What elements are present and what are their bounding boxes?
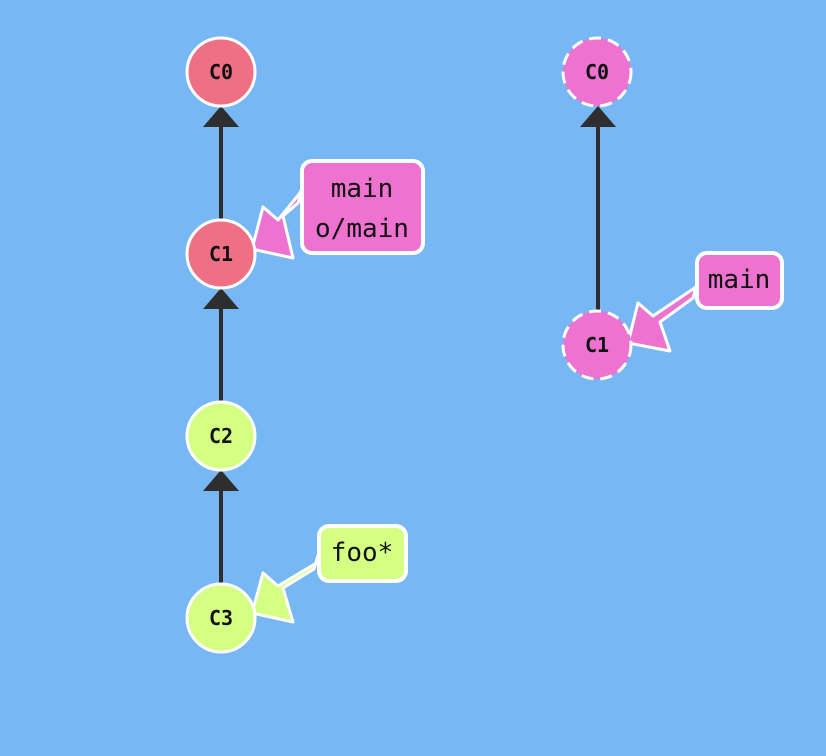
commit-label-c0: C0	[209, 60, 233, 84]
commit-label-c2: C2	[209, 424, 233, 448]
branch-pointer-foo	[250, 540, 324, 624]
arrowhead-c0	[203, 106, 239, 127]
remote-commit-node-c1[interactable]: C1	[561, 309, 633, 381]
arrowhead-c1	[203, 288, 239, 309]
remote-branch-label-main: main	[708, 265, 771, 295]
commit-node-c3[interactable]: C3	[185, 582, 257, 654]
remote-commit-label-c1: C1	[585, 333, 609, 357]
branch-tag-foo[interactable]: foo*	[317, 524, 408, 583]
branch-label-foo: foo*	[331, 538, 394, 568]
remote-commit-label-c0: C0	[585, 60, 609, 84]
commit-node-c1[interactable]: C1	[185, 218, 257, 290]
branch-label-main: main	[331, 174, 394, 204]
arrowhead-remote-c0	[580, 106, 616, 127]
local-repository: C0 C1 C2 C3 main o/main foo*	[185, 36, 425, 654]
arrowhead-c2	[203, 470, 239, 491]
branch-pointer-main	[250, 176, 308, 260]
branch-label-o-main: o/main	[315, 214, 409, 244]
commit-node-c0[interactable]: C0	[185, 36, 257, 108]
commit-label-c1: C1	[209, 242, 233, 266]
commit-node-c2[interactable]: C2	[185, 400, 257, 472]
branch-tag-main-origin[interactable]: main o/main	[300, 159, 425, 255]
remote-branch-tag-main[interactable]: main	[695, 251, 784, 310]
remote-repository: C0 C1 main	[561, 36, 784, 381]
commit-label-c3: C3	[209, 606, 233, 630]
remote-commit-node-c0[interactable]: C0	[561, 36, 633, 108]
branch-pointer-remote-main	[626, 270, 702, 353]
